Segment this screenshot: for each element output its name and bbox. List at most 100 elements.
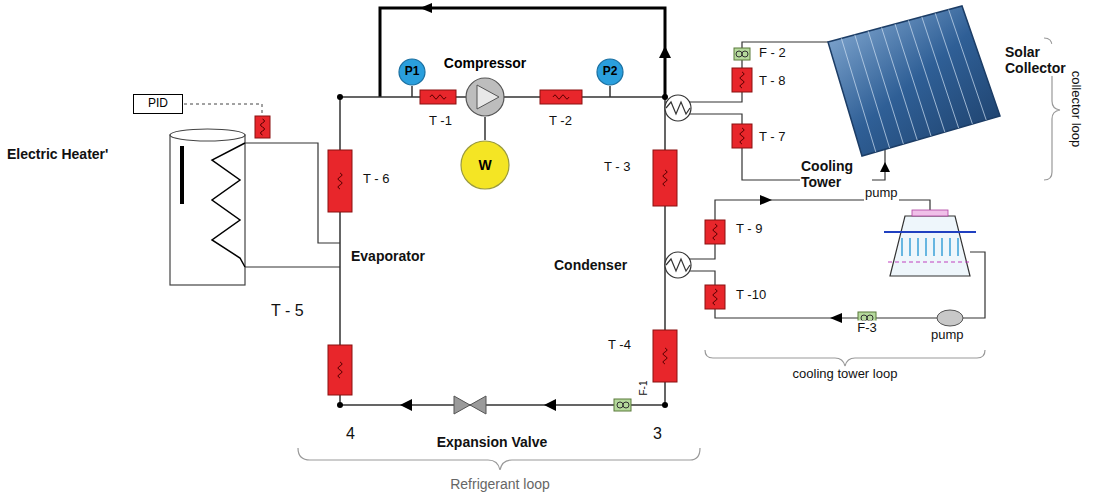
part-label: 4 (345, 425, 356, 443)
flowmeter-symbol (614, 399, 631, 411)
cooling-tower-symbol (957, 238, 959, 256)
temperature-sensor (732, 124, 752, 148)
pressure-gauge: P2 (596, 58, 624, 86)
flow-arrow (400, 399, 412, 411)
temperature-sensor (328, 150, 352, 212)
node-label: W (478, 157, 491, 173)
cooling-tower-symbol (909, 238, 911, 256)
junction-dot (662, 402, 668, 408)
temperature-sensor (740, 72, 744, 88)
node-label: PID (148, 97, 168, 111)
temperature-sensor (328, 345, 352, 395)
junction-dot (337, 94, 668, 408)
temperature-sensor (540, 90, 582, 104)
flow-arrow (544, 399, 556, 411)
compressor-symbol-outline (477, 85, 499, 109)
control-line (184, 104, 262, 118)
junction-dot (337, 94, 343, 100)
temperature-sensor (732, 68, 752, 92)
node-label: P1 (405, 65, 420, 79)
cooling-pipe (689, 200, 985, 318)
evaporator-tank (170, 129, 340, 285)
heat-exchanger (665, 252, 691, 278)
part-label: Electric Heater' (6, 146, 109, 162)
solar-collector-panel (882, 28, 918, 140)
part-label: 3 (652, 425, 663, 443)
bypass-line (420, 3, 432, 13)
part-label: T -4 (607, 338, 632, 353)
part-label: F-3 (856, 321, 878, 336)
refrigerant-pipe (340, 97, 665, 405)
control-line (184, 104, 262, 118)
flowmeter-symbol (742, 51, 748, 57)
part-label: T - 3 (603, 160, 632, 175)
temperature-sensor (338, 173, 342, 189)
loop-label: collector loop (1069, 70, 1084, 149)
evaporator-coil (212, 143, 245, 267)
temperature-sensor (705, 220, 725, 244)
flow-arrow (830, 313, 842, 323)
part-label: T - 5 (270, 302, 305, 320)
part-label: T - 9 (735, 222, 764, 237)
temperature-sensor (255, 116, 270, 138)
evaporator-tank (170, 129, 245, 141)
temperature-sensor (540, 90, 582, 104)
cooling-tower-symbol (917, 238, 919, 256)
temperature-sensor (255, 116, 270, 138)
electric-heater-rod (180, 146, 184, 204)
temperature-sensor (653, 330, 677, 382)
cooling-tower-symbol (902, 238, 958, 256)
temperature-sensor (732, 124, 752, 148)
flowmeter-symbol (734, 48, 750, 60)
collector-pipe (689, 42, 828, 102)
part-label: Cooling Tower (800, 158, 872, 190)
cooling-tower-symbol (884, 210, 976, 276)
heat-exchanger (666, 102, 690, 114)
loop-bracket (298, 448, 700, 470)
temperature-sensor (713, 289, 717, 305)
temperature-sensor (705, 285, 725, 309)
temperature-sensor (705, 285, 725, 309)
part-label: Expansion Valve (436, 434, 549, 450)
solar-collector-panel (935, 13, 972, 124)
solar-collector-panel (949, 10, 987, 120)
expansion-valve-symbol (454, 396, 470, 414)
cooling-tower-symbol (890, 216, 970, 276)
solar-collector-panel (908, 20, 944, 132)
part-label: T - 6 (362, 172, 391, 187)
part-label: F - 2 (758, 46, 787, 61)
loop-bracket (298, 38, 1060, 470)
flow-arrow (880, 162, 890, 172)
temperature-sensor (663, 348, 667, 364)
node-label: P2 (603, 65, 618, 79)
evaporator-tank (170, 135, 245, 285)
refrigerant-pipe (609, 86, 611, 97)
refrigerant-pipe (340, 86, 665, 405)
refrigerant-pipe (411, 86, 413, 97)
loop-bracket (705, 350, 985, 366)
cooling-tower-symbol (933, 238, 935, 256)
temperature-sensor (653, 150, 677, 206)
junction-dot (337, 402, 343, 408)
bypass-line (659, 46, 671, 58)
bypass-line (380, 3, 671, 97)
solar-collector-panel (868, 31, 903, 144)
wattmeter: W (460, 140, 510, 190)
flowmeter-symbol (617, 402, 623, 408)
solar-collector-panel (855, 35, 890, 148)
temperature-sensor (338, 362, 342, 378)
pressure-gauge-outline (597, 59, 623, 85)
flow-arrow (760, 195, 772, 205)
temperature-sensor (261, 119, 265, 135)
temperature-sensor (255, 68, 752, 395)
part-label: Evaporator (350, 248, 426, 264)
temperature-sensor (328, 150, 352, 212)
part-label: T -2 (548, 114, 573, 129)
part-label: pump (930, 328, 965, 343)
expansion-valve-symbol (454, 396, 486, 414)
temperature-sensor (663, 170, 667, 186)
controller-box-outline (134, 95, 183, 114)
